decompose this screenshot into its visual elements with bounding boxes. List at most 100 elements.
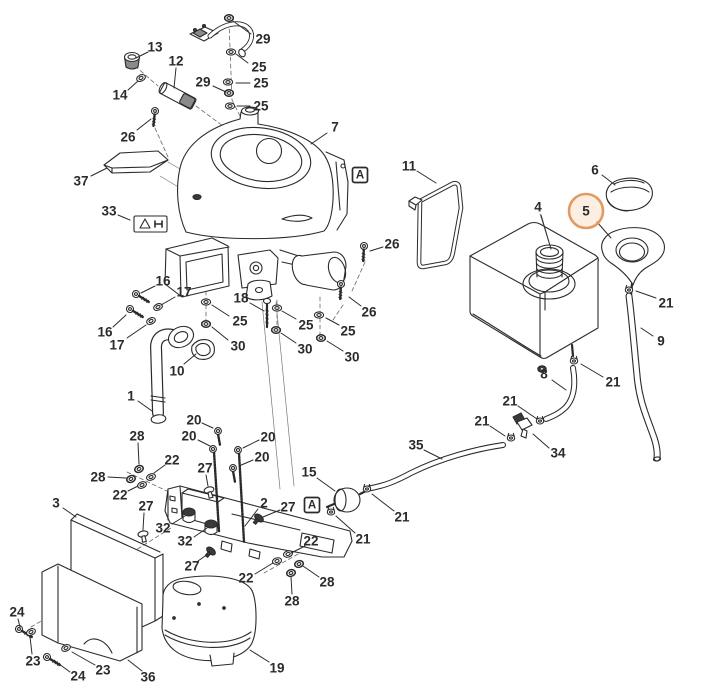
callout-leader	[316, 477, 336, 492]
screw-part-16	[123, 302, 146, 322]
callout-label-17: 17	[176, 285, 191, 300]
callout-leader	[290, 545, 306, 554]
exhaust-pipe-part-1	[150, 325, 195, 424]
callout-leader	[17, 618, 21, 628]
callout-leader	[142, 512, 145, 531]
callout-label-8: 8	[540, 367, 548, 382]
callout-leader	[635, 290, 657, 299]
callout-leader	[423, 449, 443, 460]
detail-marker-letter-A: A	[308, 500, 316, 512]
fuel-hose-part-35	[363, 442, 506, 492]
callout-label-25: 25	[340, 324, 356, 339]
bolts-part-20	[209, 427, 246, 544]
callout-label-25: 25	[251, 60, 267, 75]
callout-leader	[193, 527, 208, 538]
bolt-part-18	[262, 297, 272, 329]
callout-label-16: 16	[97, 325, 113, 340]
callout-label-36: 36	[140, 670, 156, 685]
warning-label-part-33	[133, 215, 168, 233]
callout-label-25: 25	[253, 99, 269, 114]
plug-part-27-dark	[204, 546, 216, 558]
callout-label-30: 30	[344, 350, 359, 365]
callout-label-5: 5	[582, 204, 590, 219]
washer-part-25	[224, 102, 236, 110]
callout-leader	[173, 67, 177, 89]
callout-leader	[127, 80, 139, 91]
nut-part-28	[293, 558, 305, 570]
callout-leader	[127, 485, 139, 492]
callout-leader	[551, 379, 567, 391]
callout-label-30: 30	[297, 342, 312, 357]
screw-part-26	[358, 241, 369, 263]
washer-part-25	[225, 48, 237, 56]
washer-part-25	[222, 78, 234, 86]
callout-leader	[153, 464, 166, 474]
callout-label-37: 37	[73, 174, 88, 189]
mounting-plate-part-2	[164, 485, 353, 560]
callout-label-27: 27	[138, 499, 153, 514]
nut-part-28	[125, 473, 137, 485]
callout-leader	[371, 493, 395, 512]
callout-label-32: 32	[177, 534, 192, 549]
callout-leader	[416, 170, 437, 184]
callout-label-10: 10	[169, 364, 184, 379]
callout-leader	[54, 660, 71, 673]
callout-label-32: 32	[155, 521, 170, 536]
washer-part-25	[313, 311, 325, 319]
callout-leader	[532, 433, 550, 449]
callout-label-20: 20	[260, 430, 275, 445]
callout-label-12: 12	[168, 54, 183, 69]
grommet-part-21	[506, 432, 516, 442]
callout-label-19: 19	[269, 661, 284, 676]
washer-part-22	[282, 549, 294, 559]
callout-leader	[136, 118, 152, 131]
grommet-part-21	[569, 355, 579, 365]
callout-leader	[117, 214, 131, 221]
callout-leader	[348, 296, 362, 307]
callout-label-21: 21	[605, 375, 621, 390]
callout-label-13: 13	[147, 40, 163, 55]
fuel-tank-part-4	[469, 213, 599, 360]
callout-label-25: 25	[298, 318, 314, 333]
bracket-box-part-36	[41, 563, 143, 662]
callout-leader	[140, 285, 156, 294]
callout-leader	[126, 324, 147, 339]
callout-leader	[335, 515, 356, 534]
callout-label-21: 21	[355, 532, 371, 547]
callout-leader	[90, 167, 108, 177]
screw-part-26	[335, 279, 346, 301]
detail-marker-box-A	[351, 166, 369, 184]
callout-leader	[71, 651, 96, 666]
callout-leader	[281, 310, 297, 320]
fuel-hose-part-8	[543, 365, 578, 422]
nut-part-29	[223, 88, 235, 98]
callout-label-2: 2	[260, 496, 268, 511]
plug-part-27	[137, 530, 149, 543]
plug-cap-part-13	[123, 51, 141, 70]
callout-leader	[171, 515, 186, 525]
callout-label-27: 27	[197, 461, 212, 476]
callout-leader	[127, 659, 143, 672]
callout-label-15: 15	[301, 465, 317, 480]
callout-label-20: 20	[254, 450, 269, 465]
callout-label-27: 27	[184, 559, 199, 574]
callout-label-3: 3	[52, 496, 60, 511]
throttle-control-assembly	[189, 21, 255, 58]
callout-label-9: 9	[657, 334, 665, 349]
highlight-circle-part-5	[567, 192, 605, 230]
callout-leader	[205, 474, 209, 487]
deflector-part-37	[103, 150, 169, 174]
callout-label-21: 21	[658, 296, 674, 311]
washer-part-25	[271, 304, 283, 312]
callout-label-28: 28	[319, 575, 335, 590]
callout-label-21: 21	[502, 394, 518, 409]
valve-part-34	[512, 412, 533, 439]
callout-label-22: 22	[112, 488, 127, 503]
callout-label-24: 24	[9, 605, 25, 620]
callout-leader	[107, 476, 127, 479]
callout-leader	[135, 51, 149, 59]
callout-label-20: 20	[181, 429, 196, 444]
gasket-part-10	[191, 339, 215, 360]
